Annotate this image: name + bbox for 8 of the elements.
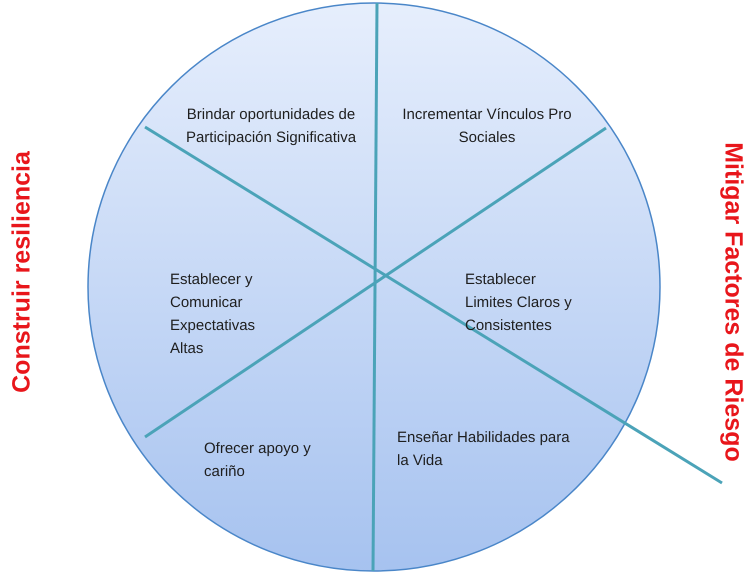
sector-label: Brindar oportunidades de Participación Significativa xyxy=(184,105,358,148)
side-heading: Mitigar Factores de Riesgo xyxy=(718,142,748,462)
sector-label: Enseñar Habilidades para la Vida xyxy=(397,428,571,471)
sector-label: Ofrecer apoyo y cariño xyxy=(204,439,312,482)
sector-label: Establecer y Comunicar Expectativas Altas xyxy=(170,270,256,359)
side-heading: Construir resiliencia xyxy=(8,151,36,393)
sector-label: Establecer Limites Claros y Consistentes xyxy=(465,270,573,336)
sector-label: Incrementar Vínculos Pro Sociales xyxy=(401,105,573,148)
